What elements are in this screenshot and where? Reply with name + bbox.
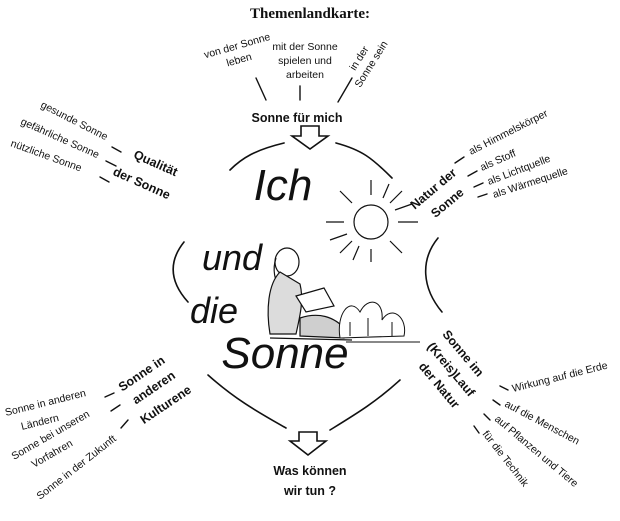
ll-dash-1	[104, 392, 115, 398]
map-title: Themenlandkarte:	[250, 6, 370, 22]
ur-dash-1	[454, 156, 465, 164]
ring-bottom-left	[207, 374, 287, 429]
ring-bottom-right	[329, 379, 401, 431]
ur-dash-4	[477, 193, 488, 198]
bottom-label-line2: wir tun ?	[283, 484, 336, 498]
arrow-top-icon	[289, 125, 331, 150]
node-lower-right: Sonne im (Kreis)Lauf der Natur Wirkung a…	[416, 327, 609, 490]
lr-dash-3	[483, 413, 491, 421]
arrow-bottom-icon	[287, 431, 329, 457]
top-item-2-line1: mit der Sonne	[272, 41, 338, 53]
center-title: Ich und die Sonne	[190, 161, 349, 378]
node-lower-left: Sonne in anderen Ländern Sonne bei unser…	[4, 353, 194, 502]
top-item-2-line2: spielen und	[278, 55, 332, 67]
child-reading-illustration	[267, 247, 353, 341]
node-bottom: Was können wir tun ?	[273, 464, 346, 498]
ul-dash-1	[111, 146, 122, 153]
ur-dash-3	[473, 182, 484, 188]
ul-dash-3	[99, 176, 110, 183]
top-item-2-line3: arbeiten	[286, 69, 324, 81]
top-item-1-dash	[255, 77, 267, 101]
ll-dash-3	[120, 419, 129, 429]
node-upper-right: Natur der Sonne als Himmelskörper als St…	[408, 107, 570, 220]
ring-right	[424, 237, 443, 313]
center-word-und: und	[202, 237, 263, 278]
sun-icon	[326, 180, 418, 262]
ll-dash-2	[110, 404, 121, 412]
ring-left	[172, 241, 189, 303]
lr-dash-2	[492, 399, 501, 406]
trees-illustration	[338, 301, 420, 343]
ur-dash-2	[467, 170, 478, 177]
top-label: Sonne für mich	[252, 111, 343, 125]
center-word-die: die	[190, 290, 238, 331]
ring-top-right	[335, 142, 393, 179]
node-upper-left: gesunde Sonne gefährliche Sonne nützlich…	[9, 99, 181, 202]
top-item-3-dash	[337, 77, 353, 103]
ul-dash-2	[105, 160, 117, 167]
lr-dash-1	[499, 385, 509, 391]
lr-item-1: Wirkung auf die Erde	[511, 360, 609, 395]
lr-dash-4	[473, 425, 480, 434]
central-ring	[172, 142, 443, 431]
node-top: von der Sonne leben mit der Sonne spiele…	[203, 31, 391, 125]
center-word-ich: Ich	[254, 161, 313, 210]
ring-top-left	[229, 142, 285, 171]
bottom-label-line1: Was können	[273, 464, 346, 478]
